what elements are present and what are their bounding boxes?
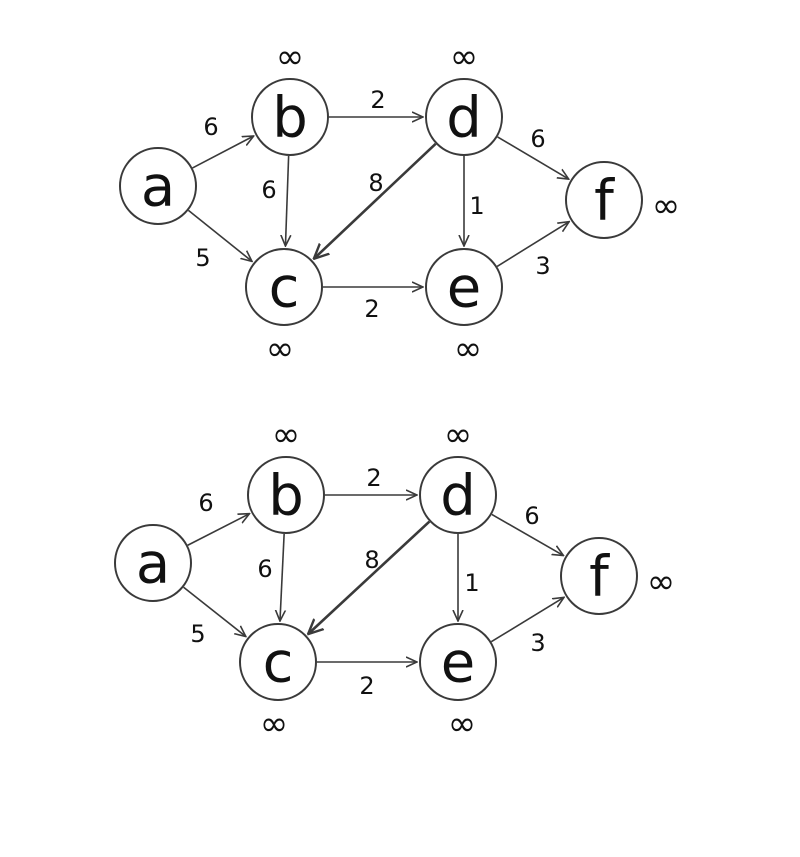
edge-weight-c-e: 2 [359,672,374,700]
edge-weight-d-f: 6 [524,502,539,530]
node-label-b: b [268,464,304,529]
node-circle-e [425,248,503,326]
node-d: d∞ [419,415,497,534]
edge-d-f [497,136,569,179]
node-c: c∞ [239,623,317,744]
distance-label-e: ∞ [448,704,476,744]
edge-weight-e-f: 3 [530,629,545,657]
edge-weight-b-d: 2 [366,464,381,492]
node-circle-c [239,623,317,701]
edge-a-c [187,209,252,261]
distance-label-c: ∞ [260,704,288,744]
node-circle-d [425,78,503,156]
edge-weight-a-c: 5 [190,620,205,648]
edge-b-c [280,533,284,621]
edge-weight-a-b: 6 [198,489,213,517]
node-circle-d [419,456,497,534]
edge-e-f [490,597,564,643]
node-f: f∞ [565,161,680,239]
distance-label-c: ∞ [266,329,294,369]
node-d: d∞ [425,37,503,156]
node-label-f: f [594,169,615,234]
edge-weight-a-b: 6 [203,113,218,141]
edge-b-c [285,155,288,246]
edge-d-f [491,513,564,555]
distance-label-b: ∞ [272,415,300,455]
node-circle-f [565,161,643,239]
node-a: a [114,524,192,602]
edge-e-f [496,222,569,268]
node-circle-f [560,537,638,615]
distance-label-d: ∞ [444,415,472,455]
node-c: c∞ [245,248,323,369]
node-label-e: e [447,256,481,321]
node-circle-a [119,147,197,225]
distance-label-b: ∞ [276,37,304,77]
node-label-d: d [440,464,476,529]
node-e: e∞ [419,623,497,744]
edge-d-c [314,142,437,259]
edge-a-b [192,136,254,169]
node-b: b∞ [251,37,329,156]
distance-label-f: ∞ [652,186,680,226]
edge-a-c [183,586,246,636]
edge-weight-d-c: 8 [364,546,379,574]
edge-weight-d-f: 6 [530,125,545,153]
node-label-f: f [589,545,610,610]
edge-d-c [308,520,431,635]
edge-weight-a-c: 5 [195,244,210,272]
node-label-d: d [446,86,482,151]
node-circle-b [251,78,329,156]
node-label-c: c [263,631,294,696]
distance-label-d: ∞ [450,37,478,77]
edge-weight-b-c: 6 [261,176,276,204]
node-a: a [119,147,197,225]
distance-label-e: ∞ [454,329,482,369]
edge-weight-b-d: 2 [370,86,385,114]
node-circle-e [419,623,497,701]
node-b: b∞ [247,415,325,534]
node-label-c: c [269,256,300,321]
node-circle-b [247,456,325,534]
node-circle-c [245,248,323,326]
distance-label-f: ∞ [647,562,675,602]
node-e: e∞ [425,248,503,369]
edge-weight-b-c: 6 [257,555,272,583]
node-f: f∞ [560,537,675,615]
edge-a-b [187,514,250,546]
node-label-e: e [441,631,475,696]
node-label-a: a [141,155,175,220]
edge-weight-c-e: 2 [364,295,379,323]
edge-weight-d-e: 1 [464,569,479,597]
edge-weight-d-e: 1 [469,192,484,220]
edge-weight-d-c: 8 [368,169,383,197]
node-circle-a [114,524,192,602]
edge-weight-e-f: 3 [535,252,550,280]
node-label-a: a [136,532,170,597]
node-label-b: b [272,86,308,151]
